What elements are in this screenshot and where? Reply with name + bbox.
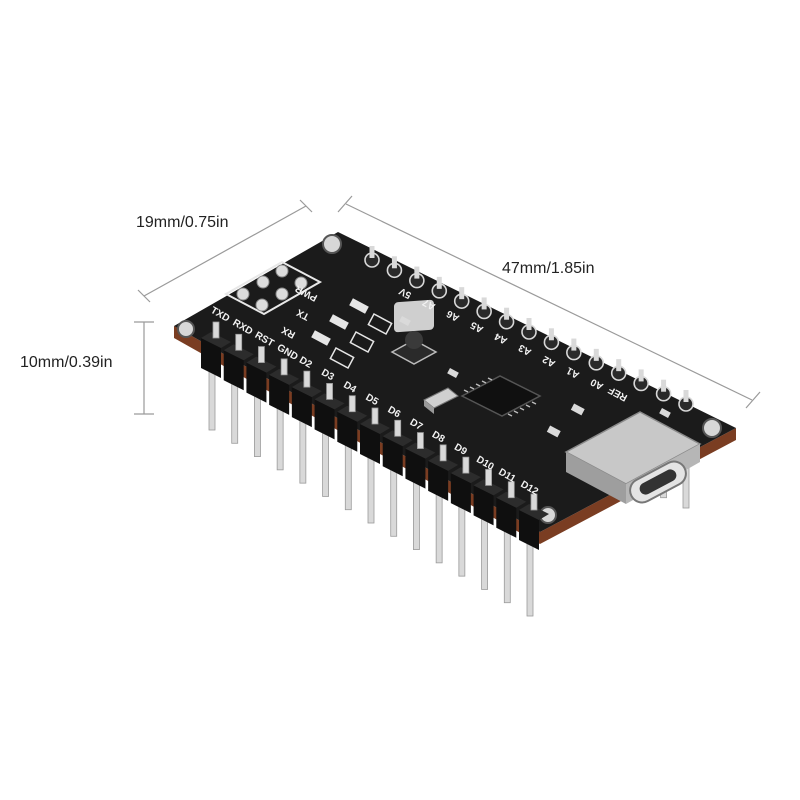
silkscreen-label: 5V — [397, 285, 413, 301]
pin-stub — [683, 390, 689, 402]
pin-stub — [212, 321, 220, 339]
pin-stub — [638, 369, 644, 382]
pin-header-front — [201, 321, 549, 550]
header-block-top — [428, 454, 459, 471]
pin-stub — [371, 407, 379, 425]
header-block — [337, 411, 358, 452]
pin-stub — [439, 444, 447, 462]
pin-header-bottom — [208, 359, 534, 617]
header-block — [269, 374, 290, 415]
pin-stub — [462, 456, 470, 474]
silkscreen-label: A7 — [421, 296, 438, 312]
silkscreen-label: A0 — [589, 376, 606, 392]
pin-stub — [504, 307, 510, 320]
header-block-top — [269, 368, 300, 385]
smd-components — [399, 316, 671, 438]
header-block-top — [382, 430, 413, 447]
header-block-top — [223, 344, 254, 361]
pin-stub — [593, 348, 599, 361]
header-block — [405, 448, 426, 489]
length-dimension-line — [345, 203, 753, 401]
pin-stub — [436, 276, 442, 289]
pin-stub — [616, 359, 622, 372]
header-block-top — [473, 479, 504, 496]
header-block — [201, 338, 221, 378]
pin-stub — [414, 266, 420, 279]
icsp-header-pads — [223, 260, 323, 316]
mounting-hole — [177, 320, 195, 338]
length-dimension-label: 47mm/1.85in — [502, 260, 595, 277]
pin-stub — [394, 419, 402, 437]
silkscreen-label: A6 — [445, 307, 462, 323]
pin-stub — [348, 395, 356, 413]
header-block — [223, 350, 244, 391]
header-block-top — [314, 393, 345, 410]
pin-stub — [507, 481, 515, 499]
header-block — [450, 473, 471, 514]
pin-stub — [548, 328, 554, 341]
pin-stub — [485, 469, 492, 486]
pin-stub — [417, 432, 424, 449]
header-block-top — [337, 405, 368, 422]
pin-pads-top — [364, 246, 694, 412]
header-block-top — [519, 504, 549, 520]
reset-button-icon — [390, 299, 438, 365]
status-leds — [311, 298, 393, 370]
silkscreen-label: A4 — [493, 330, 510, 346]
header-block-top — [360, 418, 390, 434]
header-block — [314, 399, 335, 440]
header-block-top — [450, 467, 481, 484]
pin-stub — [280, 358, 288, 376]
pin-stub — [526, 318, 532, 330]
header-block — [382, 436, 403, 477]
crystal-component — [423, 387, 459, 414]
header-block — [428, 460, 449, 501]
header-block-top — [201, 332, 231, 348]
pin-stub — [303, 370, 311, 388]
silkscreen-label: A5 — [469, 319, 486, 335]
microcontroller-chip-icon — [460, 375, 542, 417]
pin-stub — [661, 379, 667, 392]
mounting-hole — [322, 234, 342, 254]
pin-stub — [326, 383, 333, 400]
mounting-hole — [702, 418, 722, 438]
width-dimension-label: 19mm/0.75in — [136, 214, 229, 231]
pin-stub — [571, 338, 577, 351]
pin-stub — [481, 297, 487, 310]
dimension-lines — [134, 195, 761, 415]
header-block — [496, 497, 517, 538]
header-block-top — [291, 381, 322, 398]
silkscreen-label: A2 — [541, 353, 558, 369]
header-block-top — [496, 491, 527, 508]
pin-stub — [369, 246, 375, 258]
pin-stub — [530, 493, 538, 511]
header-block-top — [405, 442, 436, 459]
pin-stub — [258, 346, 265, 363]
header-block — [291, 387, 312, 428]
width-dimension-line — [143, 205, 307, 297]
header-block — [473, 485, 494, 526]
silkscreen-label: A3 — [517, 341, 534, 357]
led-label-tx: TX — [295, 306, 312, 322]
header-block — [360, 424, 380, 464]
usb-c-connector-icon — [564, 411, 702, 504]
pin-stub — [235, 333, 243, 351]
header-block — [519, 510, 539, 550]
header-block-top — [246, 356, 277, 373]
header-block — [246, 362, 267, 403]
height-dimension-label: 10mm/0.39in — [20, 354, 113, 371]
pin-stub — [459, 287, 465, 300]
silkscreen-label: A1 — [565, 364, 582, 380]
pin-stub — [391, 256, 397, 269]
